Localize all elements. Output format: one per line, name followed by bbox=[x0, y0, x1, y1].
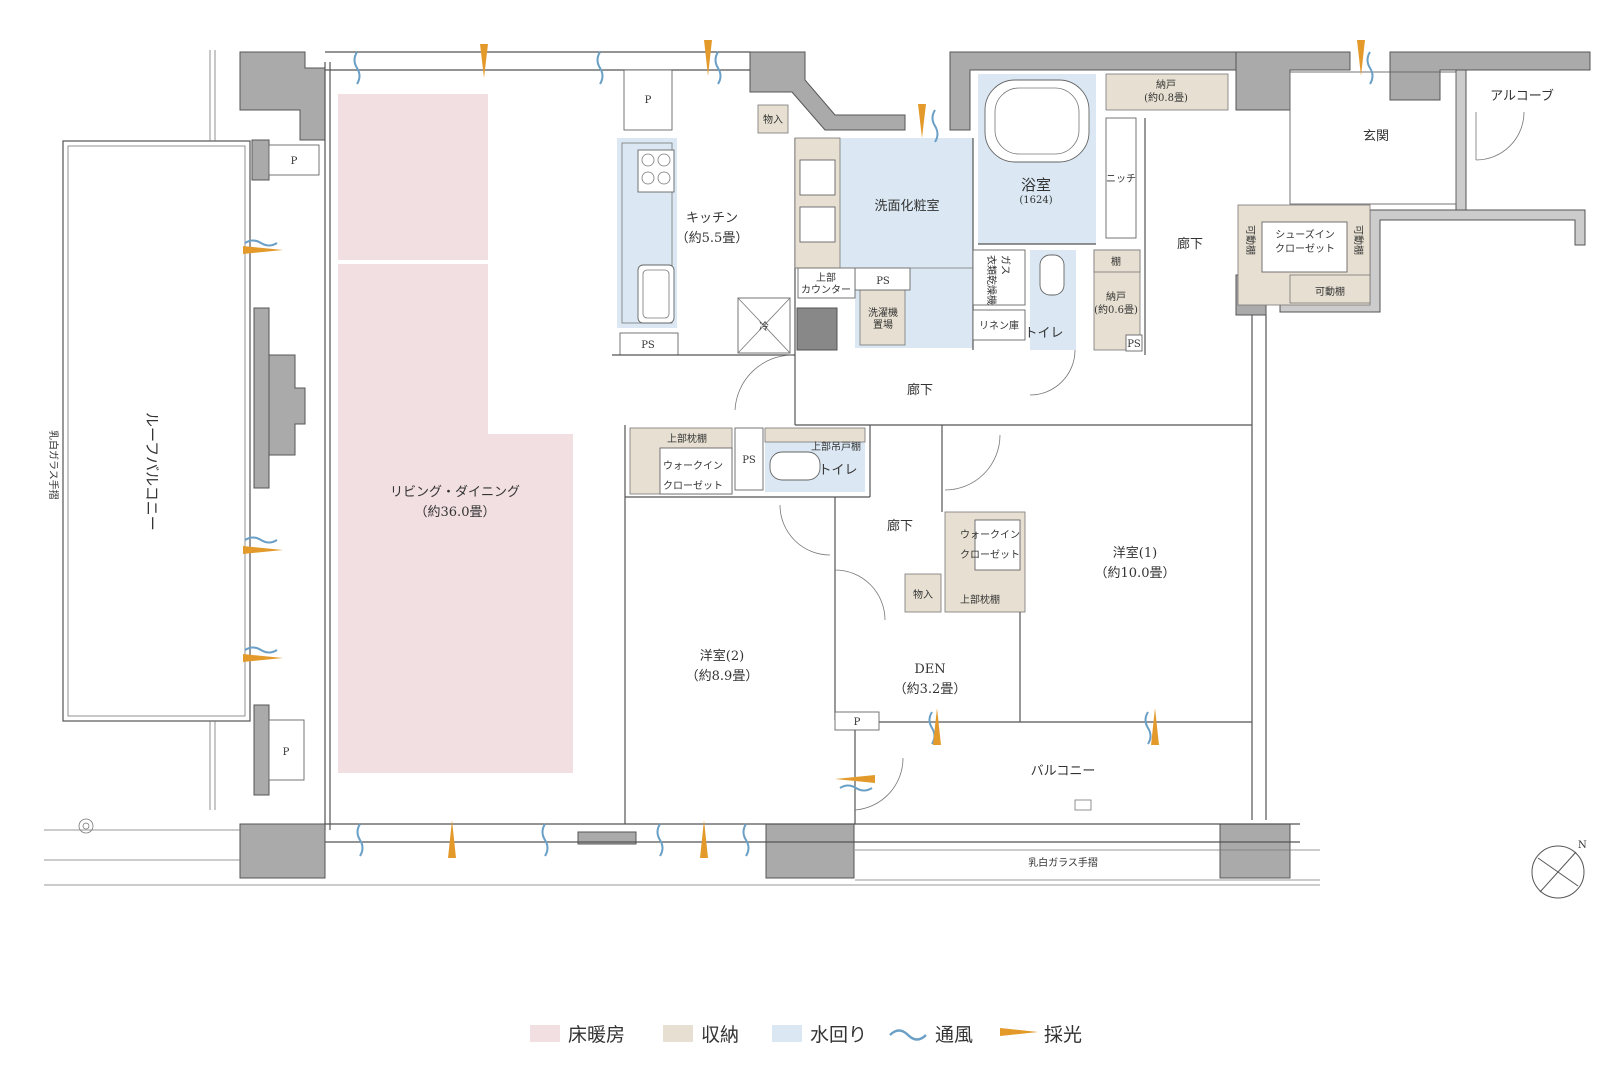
movable-shelf-bottom: 可動棚 bbox=[1315, 285, 1345, 298]
corridor-right-label: 廊下 bbox=[1177, 236, 1203, 252]
outer-walls bbox=[44, 51, 1591, 886]
storage-box-den: 物入 bbox=[913, 588, 933, 601]
legend-label-water: 水回り bbox=[810, 1024, 867, 1046]
kitchen-area-label: （約5.5畳） bbox=[676, 231, 749, 246]
kitchen-label: キッチン bbox=[686, 211, 738, 226]
ps-lower: PS bbox=[742, 455, 756, 466]
bath-label: 浴室 bbox=[1021, 176, 1051, 194]
western2-area-label: （約8.9畳） bbox=[686, 669, 759, 684]
entrance-area bbox=[1237, 71, 1525, 306]
ventilation-marks bbox=[244, 51, 1374, 857]
nando-top bbox=[1093, 73, 1229, 355]
den-area-label: （約3.2畳） bbox=[894, 682, 967, 697]
washer-label-2: 置場 bbox=[873, 318, 893, 331]
washroom-area bbox=[794, 137, 974, 350]
shoes-closet-label: クローゼット bbox=[1275, 243, 1335, 255]
washroom-label: 洗面化粧室 bbox=[874, 198, 939, 214]
upper-pillow-shelf-left: 上部枕棚 bbox=[667, 432, 707, 445]
balcony-label: バルコニー bbox=[1031, 764, 1096, 779]
western2-label: 洋室(2) bbox=[700, 648, 744, 664]
legend-label-daylight: 採光 bbox=[1044, 1024, 1082, 1046]
living-floor-heating bbox=[338, 94, 573, 773]
toilet-top-label: トイレ bbox=[1024, 326, 1063, 341]
legend-arrow-icon bbox=[1000, 1028, 1038, 1036]
p-den: P bbox=[854, 717, 861, 728]
walkin-left-2: クローゼット bbox=[663, 480, 723, 492]
legend-label-storage: 収納 bbox=[701, 1024, 739, 1046]
legend-label-ventilation: 通風 bbox=[935, 1024, 973, 1046]
p-left-bottom: P bbox=[283, 747, 290, 758]
legend-swatch-floor-heating bbox=[530, 1025, 560, 1042]
roof-balcony-label: ルーフバルコニー bbox=[143, 412, 161, 531]
western1-label: 洋室(1) bbox=[1113, 545, 1157, 561]
legend-wave-icon bbox=[889, 1029, 927, 1041]
storage-box-kitchen: 物入 bbox=[763, 113, 783, 126]
bath-area bbox=[972, 74, 1096, 350]
nando-top-label: 納戸 bbox=[1156, 78, 1176, 91]
western1-area-label: （約10.0畳） bbox=[1095, 566, 1176, 581]
nando-mid-area: (約0.6畳) bbox=[1094, 303, 1138, 316]
washer-label-1: 洗濯機 bbox=[868, 306, 898, 319]
upper-counter-1: 上部 bbox=[816, 271, 836, 284]
p-left-top: P bbox=[291, 156, 298, 167]
ps-kitchen: PS bbox=[641, 340, 655, 351]
p-kitchen: P bbox=[645, 95, 652, 106]
upper-counter-2: カウンター bbox=[801, 284, 851, 296]
wic-left bbox=[625, 427, 870, 498]
movable-shelf-right: 可動棚 bbox=[1352, 225, 1365, 255]
living-label: リビング・ダイニング bbox=[390, 485, 520, 500]
kitchen-area bbox=[612, 69, 838, 356]
ps-washroom: PS bbox=[876, 276, 890, 287]
railing-left-label: 乳白ガラス手摺 bbox=[47, 430, 60, 500]
corridor-mid-label: 廊下 bbox=[907, 382, 933, 398]
compass-n-label: N bbox=[1578, 840, 1587, 851]
daylight-marks bbox=[243, 40, 1365, 858]
gas-label: ガス bbox=[999, 255, 1011, 275]
nando-mid-label: 納戸 bbox=[1106, 290, 1126, 303]
legend: 床暖房 収納 水回り 通風 採光 bbox=[530, 1024, 1082, 1046]
ps-nando: PS bbox=[1127, 339, 1141, 350]
movable-shelf-left: 可動棚 bbox=[1244, 225, 1257, 255]
linen-label: リネン庫 bbox=[979, 319, 1019, 332]
entrance-label: 玄関 bbox=[1363, 129, 1389, 144]
den-label: DEN bbox=[914, 662, 945, 677]
upper-pillow-shelf-right: 上部枕棚 bbox=[960, 593, 1000, 606]
shoes-in-label: シューズイン bbox=[1275, 228, 1335, 241]
niche-label: ニッチ bbox=[1106, 173, 1136, 185]
walkin-right-1: ウォークイン bbox=[960, 529, 1020, 541]
upper-hanging-shelf: 上部吊戸棚 bbox=[811, 440, 861, 453]
toilet-lower-label: トイレ bbox=[818, 463, 857, 478]
bath-size-label: (1624) bbox=[1019, 195, 1052, 206]
walkin-left-1: ウォークイン bbox=[663, 460, 723, 472]
nando-top-area: (約0.8畳) bbox=[1144, 91, 1188, 104]
corridor-lower-label: 廊下 bbox=[887, 518, 913, 534]
legend-swatch-water bbox=[772, 1025, 802, 1042]
roof-balcony-area bbox=[62, 50, 251, 810]
dryer-label: 衣類乾燥機 bbox=[985, 255, 998, 305]
walkin-right-2: クローゼット bbox=[960, 549, 1020, 561]
fridge-label: 冷 bbox=[759, 320, 769, 333]
legend-swatch-storage bbox=[663, 1025, 693, 1042]
compass-icon bbox=[1531, 845, 1585, 899]
legend-label-floor-heating: 床暖房 bbox=[568, 1024, 625, 1046]
railing-bottom-label: 乳白ガラス手摺 bbox=[1028, 856, 1098, 869]
living-area-label: （約36.0畳） bbox=[415, 505, 496, 520]
shelf-label: 棚 bbox=[1111, 255, 1121, 268]
alcove-label: アルコーブ bbox=[1490, 88, 1554, 104]
